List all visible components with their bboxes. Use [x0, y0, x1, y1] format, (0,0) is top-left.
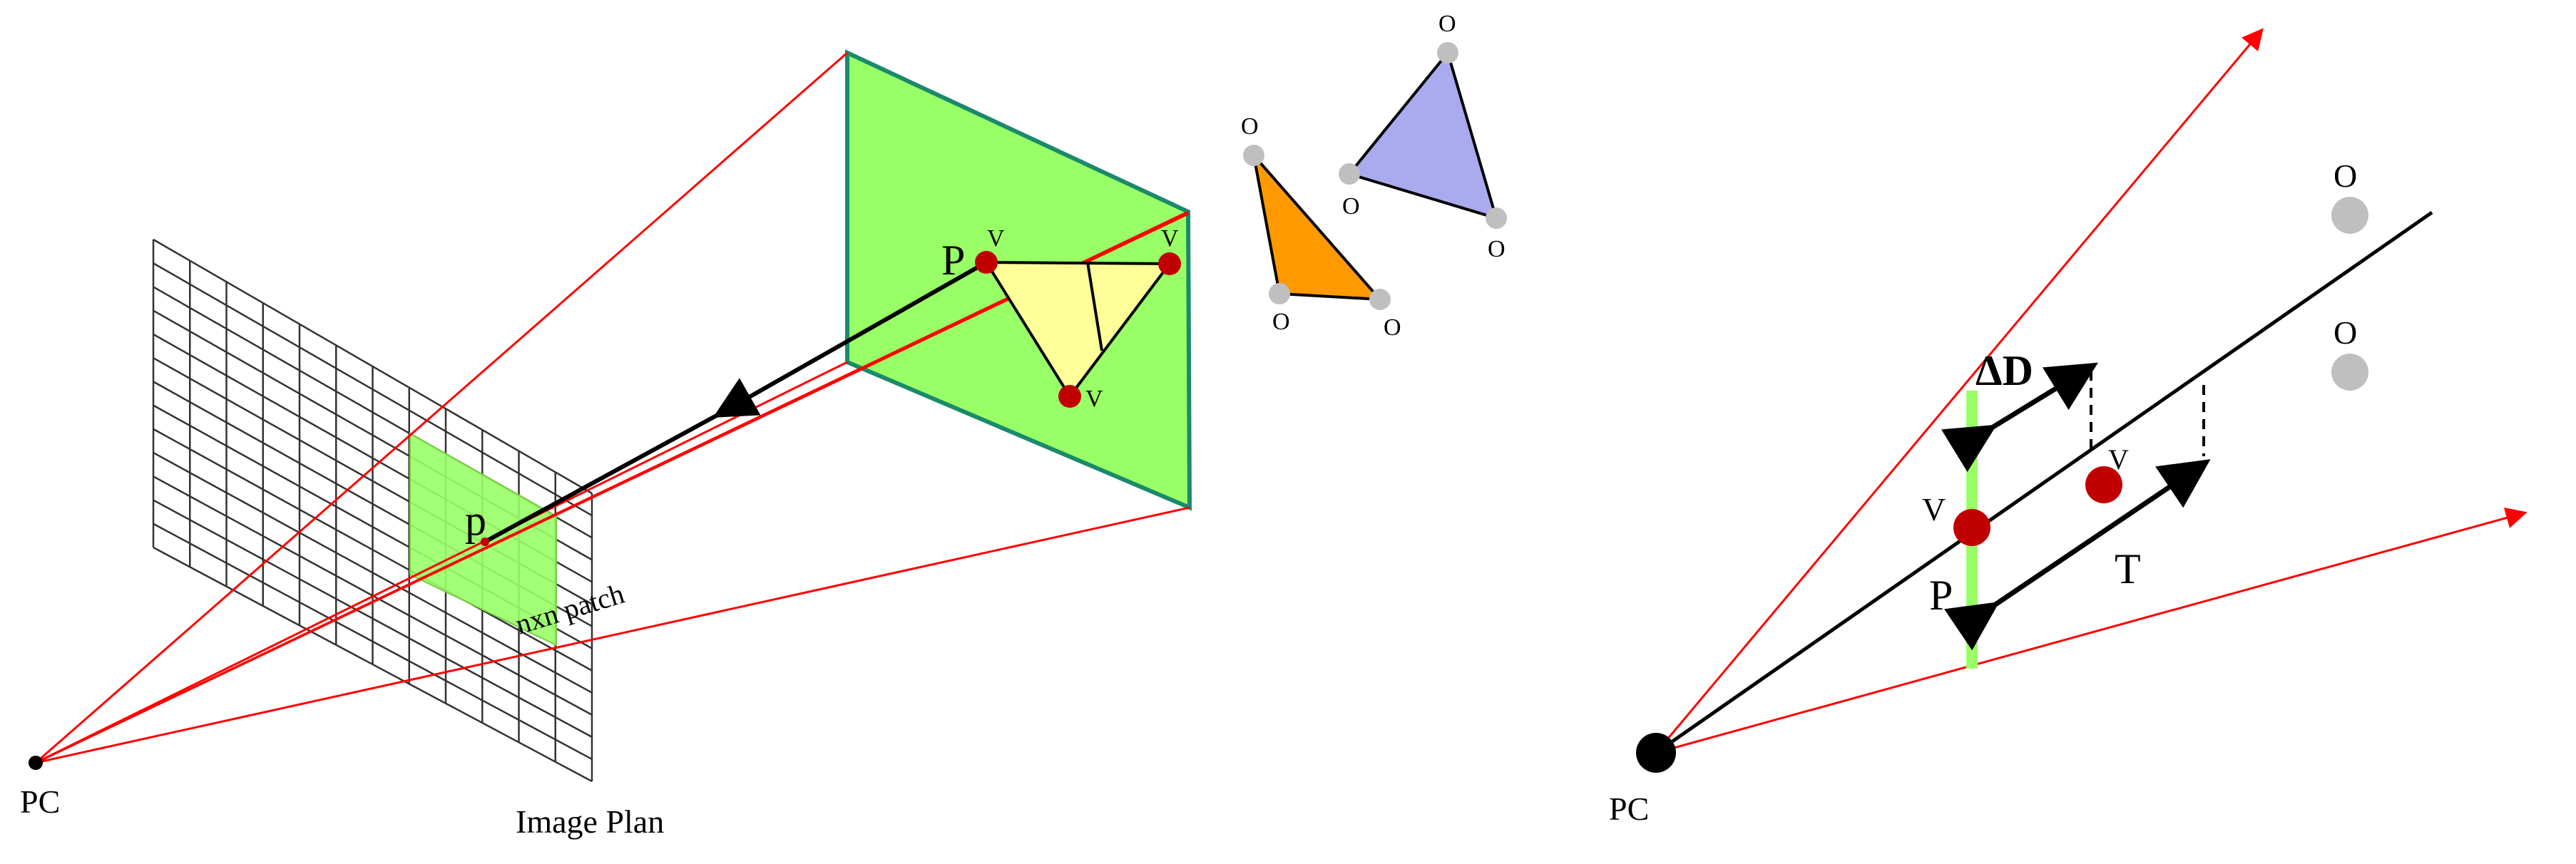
camera-label: PC	[1609, 791, 1649, 827]
pixel-ray	[1655, 210, 2433, 755]
other-dot	[2331, 354, 2368, 391]
vertex-label: V	[1161, 225, 1179, 252]
point-label: P	[941, 237, 965, 284]
other-label: O	[1438, 11, 1456, 37]
other-dot	[1243, 145, 1264, 166]
vertex-label: V	[987, 225, 1005, 252]
point-label: P	[1929, 572, 1953, 619]
other-label: O	[2334, 314, 2357, 351]
other-dot	[1339, 163, 1360, 185]
vertex-label: V	[1922, 491, 1946, 528]
other-label: O	[1488, 236, 1506, 262]
other-dot	[1269, 283, 1290, 304]
delta-label: ΔD	[1976, 347, 2033, 394]
grid-line	[153, 262, 593, 517]
projection-line	[484, 411, 722, 544]
pixel-label: p	[465, 497, 486, 544]
pixel-dot	[481, 538, 489, 546]
upper-ray	[1655, 28, 2264, 754]
left-diagram: P V V V p nxn patch PC Image Plan O O O …	[20, 11, 1507, 840]
other-label: O	[1241, 113, 1259, 140]
triangle-inner-edge	[1086, 262, 1103, 351]
other-dot	[2331, 197, 2368, 234]
grid-line	[153, 451, 593, 694]
vertex-dot	[975, 251, 998, 274]
grid-line	[153, 523, 593, 761]
projection-arrow	[712, 260, 988, 418]
camera-rays	[35, 51, 1190, 764]
threshold-label: T	[2115, 545, 2141, 592]
grid-line	[153, 238, 593, 495]
other-label: O	[2334, 158, 2357, 194]
vertex-dot	[1158, 252, 1181, 275]
vertex-label: V	[1085, 386, 1103, 412]
other-dot	[1437, 42, 1458, 63]
image-plane-label: Image Plan	[516, 803, 664, 840]
threshold-arrow	[1944, 459, 2211, 651]
camera-center	[1636, 733, 1676, 773]
lower-ray	[1655, 507, 2528, 754]
vertex-label: V	[2108, 443, 2129, 475]
camera-center	[29, 756, 43, 770]
yellow-triangle	[983, 260, 1172, 399]
grid-line	[153, 546, 593, 783]
other-label: O	[1342, 193, 1360, 220]
other-dot	[1486, 207, 1507, 229]
vertex-dot	[1953, 509, 1990, 546]
delta-arrow	[1941, 362, 2098, 473]
other-label: O	[1384, 314, 1401, 341]
vertex-dot	[1058, 385, 1081, 408]
right-diagram: PC P V V O O ΔD T	[1609, 28, 2528, 827]
grid-line	[153, 499, 593, 738]
grid-line	[153, 428, 593, 672]
other-label: O	[1272, 309, 1290, 335]
orange-triangle	[1251, 150, 1384, 302]
vertex-dot	[2085, 466, 2122, 503]
other-dot	[1369, 289, 1391, 310]
camera-label: PC	[20, 783, 60, 820]
purple-triangle	[1346, 49, 1498, 220]
